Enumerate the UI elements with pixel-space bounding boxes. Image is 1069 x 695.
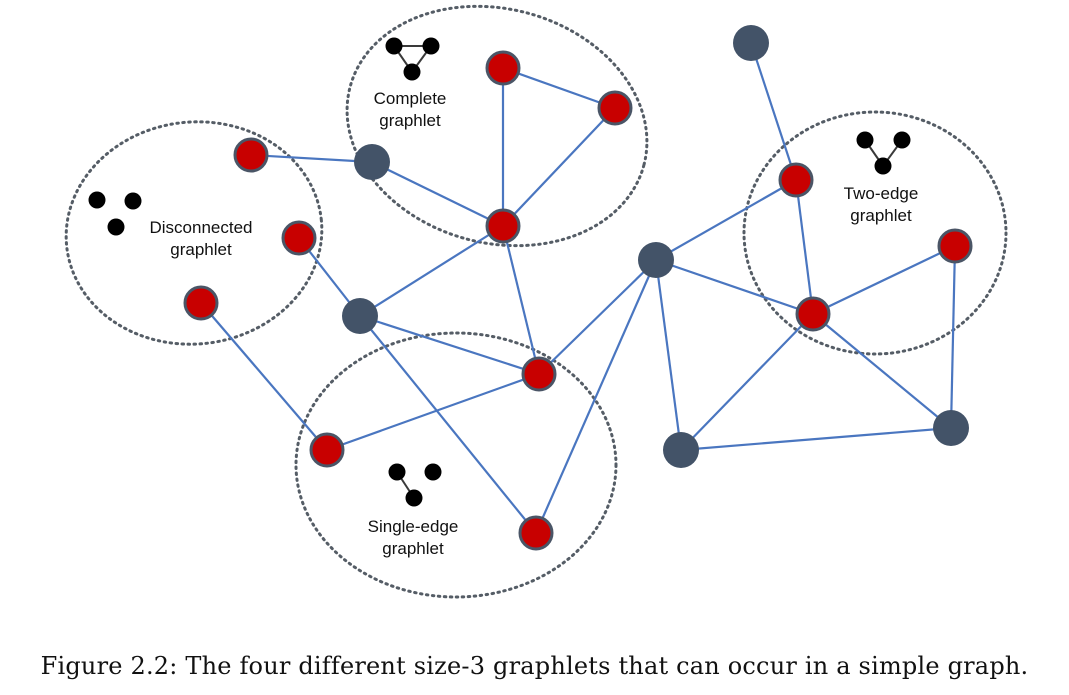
graph-nodes — [183, 25, 973, 551]
cluster-label-complete-line-1: Complete — [374, 89, 447, 108]
node-red-n15 — [937, 228, 973, 264]
edge-n16-n17 — [680, 313, 814, 451]
cluster-label-two-edge-line-1: Two-edge — [844, 184, 919, 203]
cluster-outlines — [64, 4, 1008, 599]
node-dark-n13 — [733, 25, 769, 61]
cluster-outline-complete — [345, 4, 649, 248]
edge-n12-n11 — [534, 259, 658, 534]
edge-n12-n16 — [655, 258, 814, 316]
edge-n4-n9 — [501, 225, 541, 375]
two-edge-graphlet-icon — [856, 131, 911, 175]
node-red-n16 — [795, 296, 831, 332]
edge-n5-n3 — [250, 153, 373, 164]
node-dark-n12 — [638, 242, 674, 278]
single-edge-graphlet-icon — [388, 463, 442, 507]
cluster-label-disconnected-line-2: graphlet — [170, 240, 232, 259]
edge-n1-n2 — [502, 66, 616, 110]
node-red-n4 — [485, 208, 521, 244]
cluster-outline-single-edge — [294, 331, 618, 599]
cluster-label-two-edge-line-2: graphlet — [850, 206, 912, 225]
node-red-n2 — [597, 90, 633, 126]
edge-n10-n9 — [326, 372, 540, 452]
three-dots-graphlet-icon — [88, 191, 142, 236]
edge-n8-n11 — [359, 315, 537, 534]
cluster-label-complete-line-2: graphlet — [379, 111, 441, 130]
edge-n4-n8 — [359, 225, 504, 317]
node-dark-n18 — [933, 410, 969, 446]
edge-n7-n10 — [200, 302, 328, 451]
edge-n15-n18 — [949, 245, 957, 429]
cluster-label-disconnected-line-1: Disconnected — [149, 218, 252, 237]
edge-n2-n4 — [502, 107, 616, 227]
edge-n9-n12 — [538, 259, 657, 375]
edge-n3-n4 — [371, 161, 504, 227]
cluster-label-single-edge-line-1: Single-edge — [368, 517, 459, 536]
edge-n16-n18 — [812, 313, 952, 429]
node-dark-n3 — [354, 144, 390, 180]
edge-n12-n14 — [655, 179, 797, 261]
edge-n13-n14 — [749, 42, 798, 181]
node-red-n10 — [309, 432, 345, 468]
cluster-label-single-edge: Single-edge graphlet — [368, 517, 459, 558]
edge-n14-n16 — [794, 179, 815, 315]
edge-n8-n9 — [359, 314, 540, 376]
node-red-n11 — [518, 515, 554, 551]
node-dark-n17 — [663, 432, 699, 468]
graphlet-figure: Complete graphlet Disconnected graphlet … — [64, 4, 1008, 599]
figure-caption: Figure 2.2: The four different size-3 gr… — [40, 652, 1029, 680]
cluster-label-disconnected: Disconnected graphlet — [149, 218, 252, 259]
cluster-label-complete: Complete graphlet — [374, 89, 447, 130]
graph-edges — [200, 42, 957, 534]
graph-diagram: Complete graphlet Disconnected graphlet … — [64, 4, 1008, 599]
edge-n12-n17 — [654, 259, 683, 451]
cluster-label-single-edge-line-2: graphlet — [382, 539, 444, 558]
node-red-n7 — [183, 285, 219, 321]
edge-n17-n18 — [680, 426, 952, 452]
node-red-n9 — [521, 356, 557, 392]
node-red-n14 — [778, 162, 814, 198]
triangle-graphlet-icon — [385, 37, 440, 81]
cluster-outline-two-edge — [742, 110, 1008, 356]
node-dark-n8 — [342, 298, 378, 334]
node-red-n1 — [485, 50, 521, 86]
cluster-outline-disconnected — [64, 120, 324, 346]
node-red-n6 — [281, 220, 317, 256]
cluster-label-two-edge: Two-edge graphlet — [844, 184, 919, 225]
node-red-n5 — [233, 137, 269, 173]
edge-n16-n15 — [812, 245, 956, 315]
